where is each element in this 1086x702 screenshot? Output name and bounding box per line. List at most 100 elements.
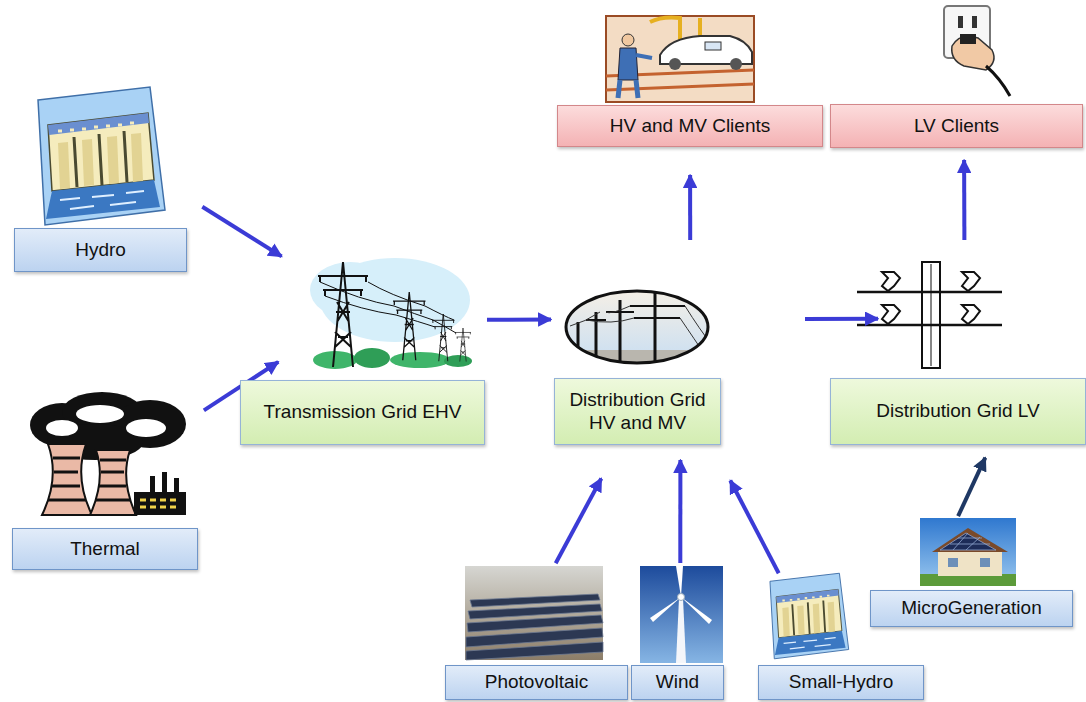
flow-arrow — [556, 479, 602, 564]
thermal-plant-icon — [46, 420, 78, 436]
thermal-plant-icon — [42, 444, 92, 515]
factory-icon — [669, 58, 681, 70]
rooftop-solar-photo — [940, 533, 996, 550]
flow-arrow — [805, 317, 878, 321]
source-box: Hydro — [14, 85, 187, 272]
transmission-pylons-icon — [320, 282, 456, 333]
flow-arrow — [202, 207, 281, 257]
distribution-lines-icon — [586, 306, 685, 320]
factory-icon — [622, 34, 634, 46]
rooftop-solar-photo — [950, 533, 990, 550]
solar-farm-photo — [466, 642, 603, 660]
node-label: Transmission Grid EHV — [264, 401, 462, 424]
thermal-plant-icon — [140, 500, 176, 507]
label-box: Distribution Grid HV and MV — [554, 378, 721, 445]
lv-pole-icon — [857, 262, 1002, 368]
distribution-lines-icon — [578, 292, 655, 368]
solar-farm-photo — [465, 566, 603, 660]
label-box: MicroGeneration — [870, 590, 1073, 627]
source-box: Wind — [631, 565, 724, 701]
node-label: Distribution Grid LV — [876, 400, 1039, 423]
thermal-plant-icon — [30, 392, 186, 515]
plug-icon — [960, 34, 976, 44]
node-label: Wind — [656, 671, 699, 694]
transmission-pylons-icon — [390, 352, 450, 368]
lv-pole-icon — [931, 264, 932, 366]
distribution-lines-icon — [560, 291, 720, 370]
wind-turbine-photo — [650, 597, 681, 622]
transmission-pylons-icon — [310, 258, 472, 369]
lv-pole-icon — [882, 305, 900, 324]
lv-pole-icon — [882, 272, 980, 324]
grid-box: Transmission Grid EHV — [280, 258, 485, 445]
node-label: LV Clients — [914, 115, 999, 138]
grid-box: Distribution Grid HV and MV — [555, 290, 720, 445]
label-box: Hydro — [14, 228, 187, 272]
label-box: LV Clients — [830, 104, 1083, 148]
lv-pole-icon — [882, 272, 900, 291]
source-box: Photovoltaic — [445, 565, 628, 701]
plug-icon — [972, 16, 977, 28]
label-box: Distribution Grid LV — [830, 378, 1086, 445]
node-label: Hydro — [75, 239, 126, 262]
node-label: HV and MV Clients — [610, 115, 771, 138]
transmission-pylons-icon — [393, 292, 426, 360]
factory-icon — [730, 58, 742, 70]
source-box: Small-Hydro — [758, 575, 924, 701]
lv-pole-icon — [962, 272, 980, 291]
wind-turbine-photo — [681, 597, 712, 624]
wind-turbine-photo — [676, 566, 683, 597]
flow-arrow — [730, 481, 778, 574]
factory-icon — [618, 48, 638, 80]
node-label: Photovoltaic — [485, 671, 589, 694]
rooftop-solar-photo — [932, 528, 1008, 552]
thermal-plant-icon — [162, 472, 167, 494]
label-box: Wind — [631, 665, 724, 700]
thermal-plant-icon — [134, 492, 186, 515]
lv-pole-icon — [857, 292, 1002, 325]
label-box: Photovoltaic — [445, 665, 628, 700]
node-label: Small-Hydro — [789, 671, 894, 694]
flow-arrow — [962, 160, 966, 240]
factory-icon — [618, 80, 638, 98]
flow-arrow — [688, 175, 692, 240]
plug-icon — [986, 66, 1010, 96]
node-label: Thermal — [70, 538, 140, 561]
thermal-plant-icon — [90, 450, 136, 515]
label-box: Transmission Grid EHV — [240, 380, 485, 445]
factory-icon — [705, 42, 721, 50]
factory-icon — [636, 55, 652, 58]
thermal-plant-icon — [76, 405, 124, 423]
wind-turbine-photo — [676, 598, 686, 663]
distribution-lines-icon — [560, 350, 720, 370]
rooftop-solar-photo — [980, 558, 990, 567]
rooftop-solar-photo — [948, 558, 958, 567]
node-label: MicroGeneration — [901, 597, 1041, 620]
plug-icon — [958, 16, 963, 28]
lv-pole-icon — [922, 262, 940, 368]
thermal-plant-icon — [126, 419, 166, 437]
factory-icon — [606, 16, 754, 102]
factory-icon — [606, 16, 754, 102]
label-box: Thermal — [12, 528, 198, 570]
source-box: MicroGeneration — [870, 518, 1073, 627]
client-box: LV Clients — [830, 5, 1083, 148]
transmission-pylons-icon — [455, 328, 471, 362]
thermal-plant-icon — [48, 458, 86, 500]
flow-arrow — [958, 458, 985, 517]
flow-arrow — [678, 460, 682, 563]
distribution-lines-icon — [566, 291, 708, 363]
hydro-dam-icon — [38, 87, 165, 225]
solar-farm-photo — [466, 594, 603, 660]
wind-turbine-photo — [640, 566, 723, 663]
label-box: Small-Hydro — [758, 665, 924, 700]
thermal-plant-icon — [174, 478, 179, 494]
rooftop-solar-photo — [920, 518, 1016, 586]
source-box: Thermal — [12, 395, 198, 570]
distribution-lines-icon — [560, 292, 720, 370]
distribution-lines-icon — [570, 306, 712, 355]
node-label: Distribution Grid HV and MV — [563, 389, 712, 435]
transmission-pylons-icon — [354, 348, 390, 368]
rooftop-solar-photo — [920, 518, 1016, 586]
